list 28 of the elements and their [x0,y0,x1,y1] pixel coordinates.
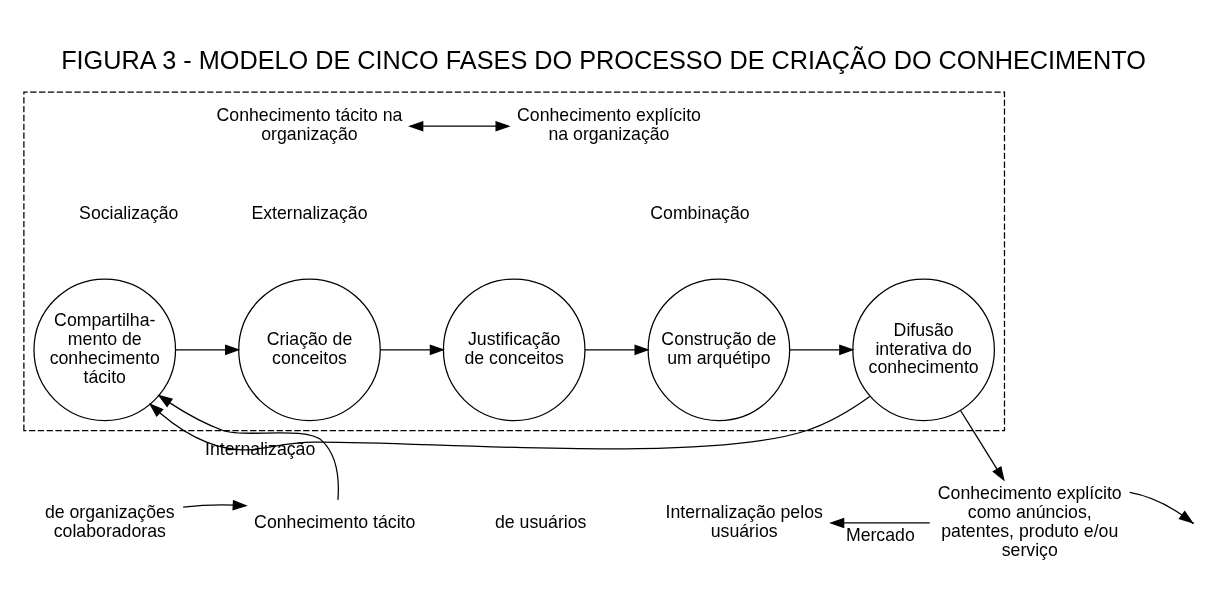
node-text: de organizações colaboradoras [44,502,175,542]
node-text: Conhecimento tácito [254,511,416,532]
diagram-title: FIGURA 3 - MODELO DE CINCO FASES DO PROCESSO DE CRIAÇÃO DO CONHECIMENTO [61,46,1146,75]
node-circle: Criação de conceitos [238,278,381,422]
arrow [174,344,241,356]
arrow [584,344,650,356]
arrow [379,344,445,356]
label: Externalização [251,203,368,224]
arrow [1129,491,1194,524]
node-text: Internalização pelos usuários [665,502,823,542]
edge-label: Mercado [845,524,915,545]
arrow [959,409,1005,482]
label: Combinação [650,203,750,224]
node-circle: Justificação de conceitos [442,278,586,422]
node-text: Conhecimento explícito como anúncios, patentes, produto e/ou serviço [937,483,1122,561]
arrow [148,395,871,451]
label: de usuários [494,511,587,532]
node-circle: Difusão interativa do conhecimento [852,278,995,422]
label: Socialização [79,203,179,224]
arrow [157,394,339,501]
arrow [408,120,511,132]
arrow [182,499,248,511]
cluster [23,91,1006,432]
arrow [829,517,931,529]
node-circle: Construção de um arquétipo [647,278,791,422]
node-text: Conhecimento explícito na organização [517,105,701,145]
arrow [789,344,855,356]
node-text: Conhecimento tácito na organização [216,105,403,145]
